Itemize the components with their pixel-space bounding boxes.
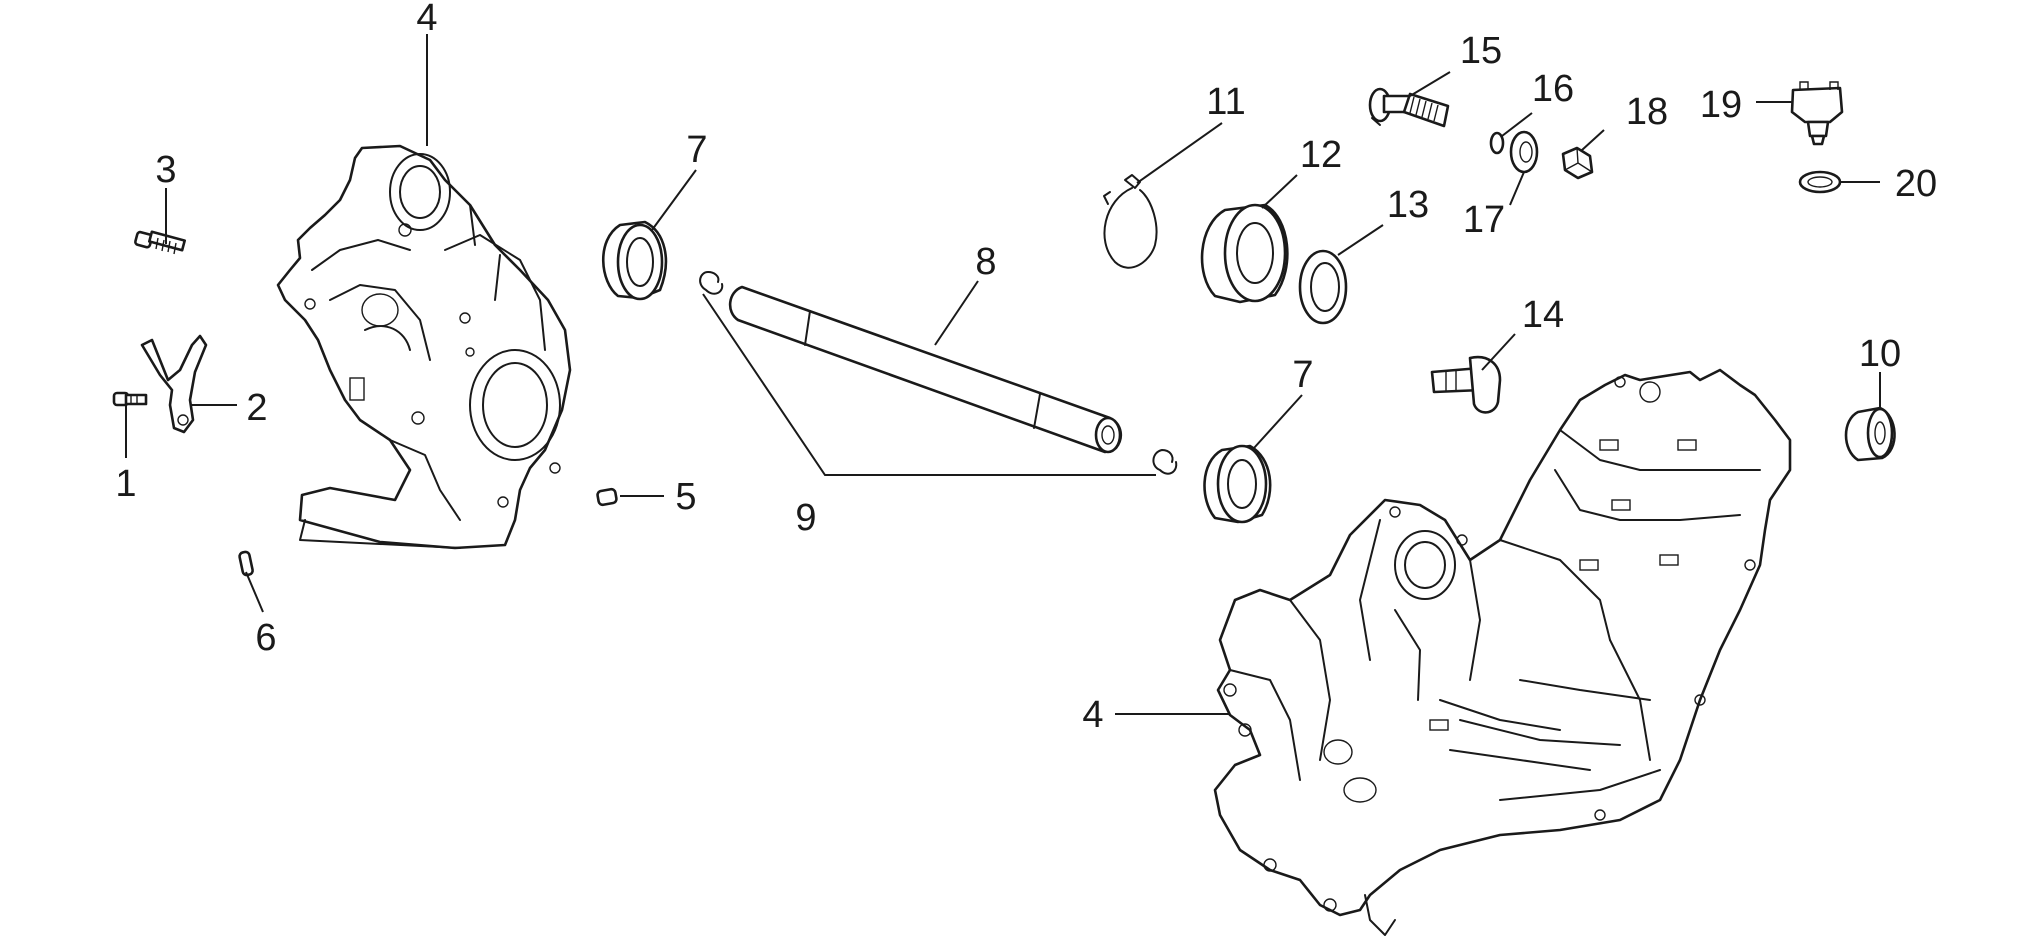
callout-16: 16 bbox=[1532, 68, 1574, 110]
leader-lines bbox=[125, 34, 1881, 715]
callout-10: 10 bbox=[1859, 333, 1901, 375]
bolt-part-1 bbox=[112, 391, 148, 407]
o-ring-part-16 bbox=[1489, 131, 1505, 155]
callout-17: 17 bbox=[1463, 199, 1505, 241]
callout-9: 9 bbox=[795, 497, 816, 539]
callout-13: 13 bbox=[1387, 184, 1429, 226]
callout-19: 19 bbox=[1700, 84, 1742, 126]
left-crankcase-half bbox=[276, 144, 572, 550]
shift-fork-part-2 bbox=[140, 334, 208, 434]
bolt-part-15 bbox=[1368, 87, 1450, 128]
bushing-part-10 bbox=[1844, 406, 1896, 462]
bearing-part-12 bbox=[1200, 203, 1289, 304]
shaft-part-8 bbox=[728, 285, 1123, 454]
circlip-part-9-left bbox=[699, 271, 724, 295]
callout-11: 11 bbox=[1206, 81, 1245, 123]
callout-4-top: 4 bbox=[416, 0, 437, 39]
callout-20: 20 bbox=[1895, 163, 1937, 205]
bearing-part-7-top bbox=[601, 220, 668, 301]
callout-4-bottom: 4 bbox=[1082, 694, 1103, 736]
callout-7-bottom: 7 bbox=[1292, 354, 1313, 396]
dowel-part-5 bbox=[596, 487, 618, 507]
callout-8: 8 bbox=[975, 241, 996, 283]
bearing-part-7-bottom bbox=[1203, 444, 1272, 524]
breather-fitting-part-14 bbox=[1430, 355, 1502, 414]
nut-part-18 bbox=[1561, 146, 1594, 180]
callout-14: 14 bbox=[1522, 294, 1564, 336]
callout-15: 15 bbox=[1460, 30, 1502, 72]
callout-5: 5 bbox=[675, 476, 696, 518]
right-crankcase-half bbox=[1213, 368, 1792, 936]
callout-2: 2 bbox=[246, 387, 267, 429]
sensor-part-19 bbox=[1790, 81, 1844, 146]
pin-part-6 bbox=[238, 550, 254, 577]
washer-part-17 bbox=[1509, 130, 1539, 174]
callout-labels: 1 2 3 4 4 5 6 7 7 8 9 10 11 12 13 14 15 … bbox=[115, 0, 1937, 736]
circlip-part-11 bbox=[1103, 174, 1158, 269]
circlip-part-9-right bbox=[1152, 449, 1178, 475]
bolt-part-3 bbox=[134, 230, 187, 255]
callout-3: 3 bbox=[155, 149, 176, 191]
callout-18: 18 bbox=[1626, 91, 1668, 133]
callout-12: 12 bbox=[1300, 134, 1342, 176]
callout-1: 1 bbox=[115, 463, 136, 505]
callout-6: 6 bbox=[255, 617, 276, 659]
washer-part-20 bbox=[1798, 170, 1842, 194]
seal-part-13 bbox=[1298, 249, 1348, 325]
callout-7-top: 7 bbox=[686, 129, 707, 171]
